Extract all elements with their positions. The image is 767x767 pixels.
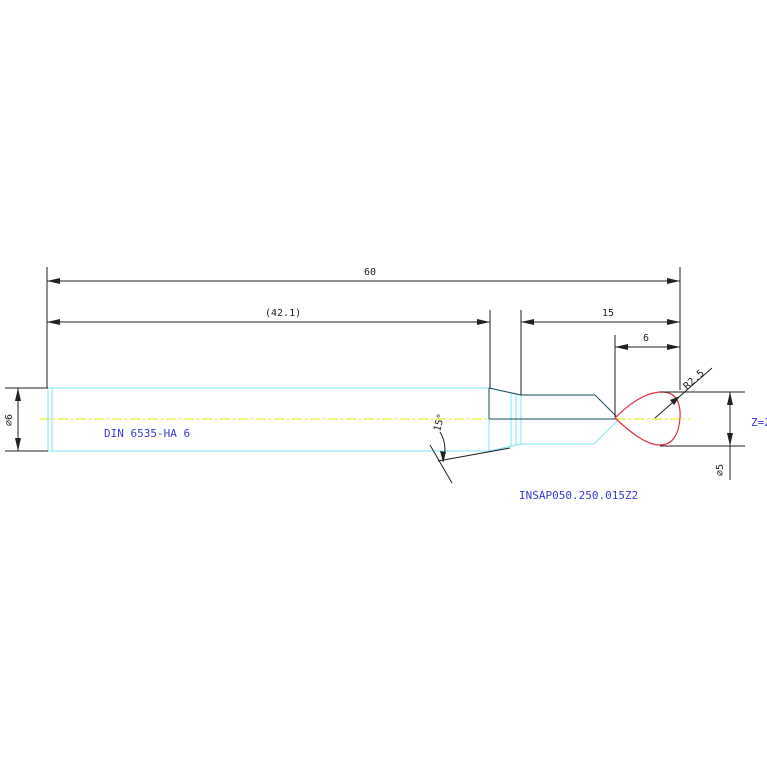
part-number-label: INSAP050.250.015Z2 [519, 489, 638, 502]
dim-head-length [614, 335, 680, 417]
flutes-label: Z=2 [751, 416, 767, 429]
shank-standard-label: DIN 6535-HA 6 [104, 427, 190, 440]
tool-neck [488, 387, 618, 420]
dim-ball-diameter [660, 391, 745, 480]
dim-taper-angle [429, 431, 511, 484]
dim-taper-angle-text: 15° [432, 412, 447, 432]
dim-neck-length-text: 15 [602, 308, 614, 319]
dim-ball-radius [654, 367, 713, 419]
dim-shank-diameter-text: ⌀6 [4, 414, 15, 426]
tool-shank [47, 387, 618, 452]
dim-ball-diameter-text: ⌀5 [715, 464, 726, 476]
dim-shank-length-text: (42.1) [265, 308, 301, 319]
dim-neck-length [520, 310, 680, 395]
dim-head-length-text: 6 [643, 333, 649, 344]
dim-overall-length-text: 60 [364, 267, 376, 278]
dim-shank-length [47, 310, 491, 388]
dim-overall-length [46, 267, 681, 390]
ball-head-profile [614, 391, 681, 446]
dim-shank-diameter [5, 387, 48, 452]
